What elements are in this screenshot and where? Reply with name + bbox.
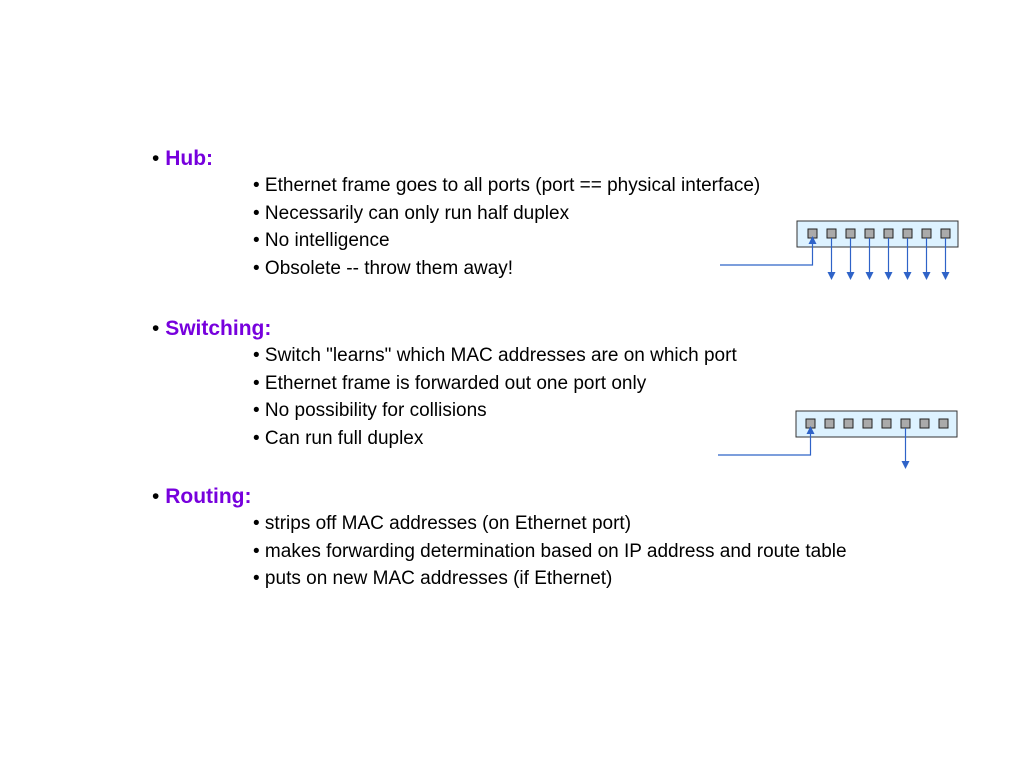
routing-heading-bullet: • — [152, 485, 160, 508]
list-item: • puts on new MAC addresses (if Ethernet… — [253, 568, 613, 589]
switching-item-list: • Switch "learns" which MAC addresses ar… — [152, 342, 737, 452]
routing-item-list: • strips off MAC addresses (on Ethernet … — [152, 510, 847, 593]
list-item: • No intelligence — [253, 230, 390, 251]
switch-port — [805, 418, 816, 429]
switch-port — [881, 418, 892, 429]
switching-heading: • Switching: — [152, 316, 737, 342]
switch-incoming-arrow — [718, 426, 815, 456]
list-item: • makes forwarding determination based o… — [253, 540, 847, 562]
hub-port — [902, 228, 913, 239]
hub-port — [845, 228, 856, 239]
list-item: • Obsolete -- throw them away! — [253, 257, 514, 279]
hub-heading-bullet: • — [152, 147, 160, 170]
switching-heading-label: Switching: — [165, 317, 272, 340]
hub-port — [807, 228, 818, 239]
list-item: • Switch "learns" which MAC addresses ar… — [253, 345, 737, 366]
hub-section: • Hub: • Ethernet frame goes to all port… — [152, 146, 760, 282]
hub-port — [864, 228, 875, 239]
routing-section: • Routing: • strips off MAC addresses (o… — [152, 484, 847, 593]
hub-port — [826, 228, 837, 239]
hub-port — [883, 228, 894, 239]
list-item: • Ethernet frame is forwarded out one po… — [253, 372, 647, 394]
list-item: • Ethernet frame goes to all ports (port… — [253, 175, 761, 196]
switch-port — [862, 418, 873, 429]
hub-port — [921, 228, 932, 239]
list-item: • Necessarily can only run half duplex — [253, 202, 570, 224]
routing-heading-label: Routing: — [165, 485, 252, 508]
hub-incoming-arrow — [720, 236, 817, 266]
switching-section: • Switching: • Switch "learns" which MAC… — [152, 316, 737, 452]
list-item: • No possibility for collisions — [253, 400, 487, 421]
switch-diagram — [718, 410, 958, 469]
list-item: • strips off MAC addresses (on Ethernet … — [253, 513, 632, 534]
hub-heading: • Hub: — [152, 146, 760, 172]
hub-item-list: • Ethernet frame goes to all ports (port… — [152, 172, 760, 282]
switching-heading-bullet: • — [152, 317, 160, 340]
hub-heading-label: Hub: — [165, 147, 214, 170]
switch-port — [843, 418, 854, 429]
hub-diagram — [720, 220, 959, 280]
switch-port — [824, 418, 835, 429]
switch-port — [900, 418, 911, 429]
hub-device-body — [796, 220, 959, 248]
hub-port — [940, 228, 951, 239]
switch-port — [938, 418, 949, 429]
list-item: • Can run full duplex — [253, 427, 424, 449]
routing-heading: • Routing: — [152, 484, 847, 510]
switch-device-body — [795, 410, 958, 438]
switch-port — [919, 418, 930, 429]
